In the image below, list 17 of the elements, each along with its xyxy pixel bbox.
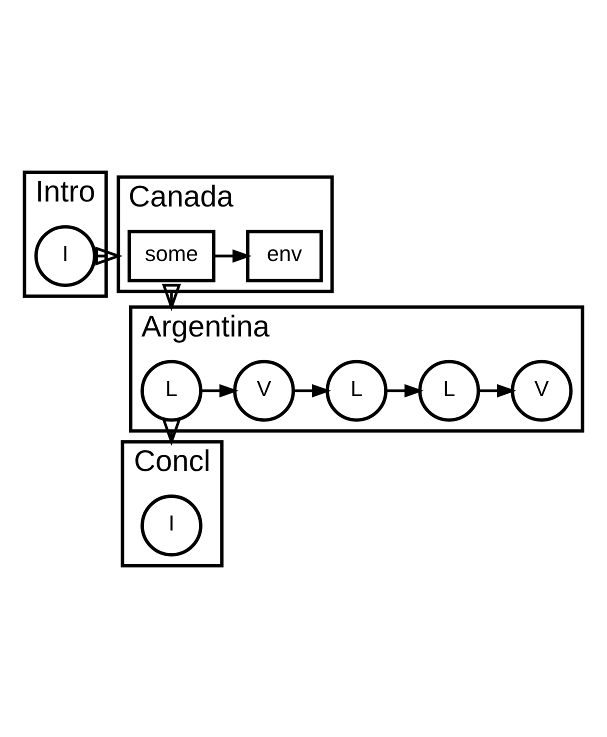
arrow (478, 384, 516, 397)
node-circle: L (326, 359, 388, 422)
arrow (94, 246, 123, 266)
arrow (293, 384, 332, 397)
node-box: env (246, 229, 323, 282)
node-box: some (128, 229, 216, 282)
arrow (214, 248, 252, 262)
node-circle: L (418, 359, 480, 422)
node-circle: I (34, 224, 96, 286)
node-circle: V (510, 359, 573, 422)
arrow (200, 384, 238, 397)
arrow (386, 384, 424, 397)
node-circle: I (140, 494, 202, 556)
node-circle: L (140, 359, 202, 422)
node-circle: V (233, 359, 295, 422)
arrow (162, 418, 182, 446)
arrow (162, 283, 182, 311)
